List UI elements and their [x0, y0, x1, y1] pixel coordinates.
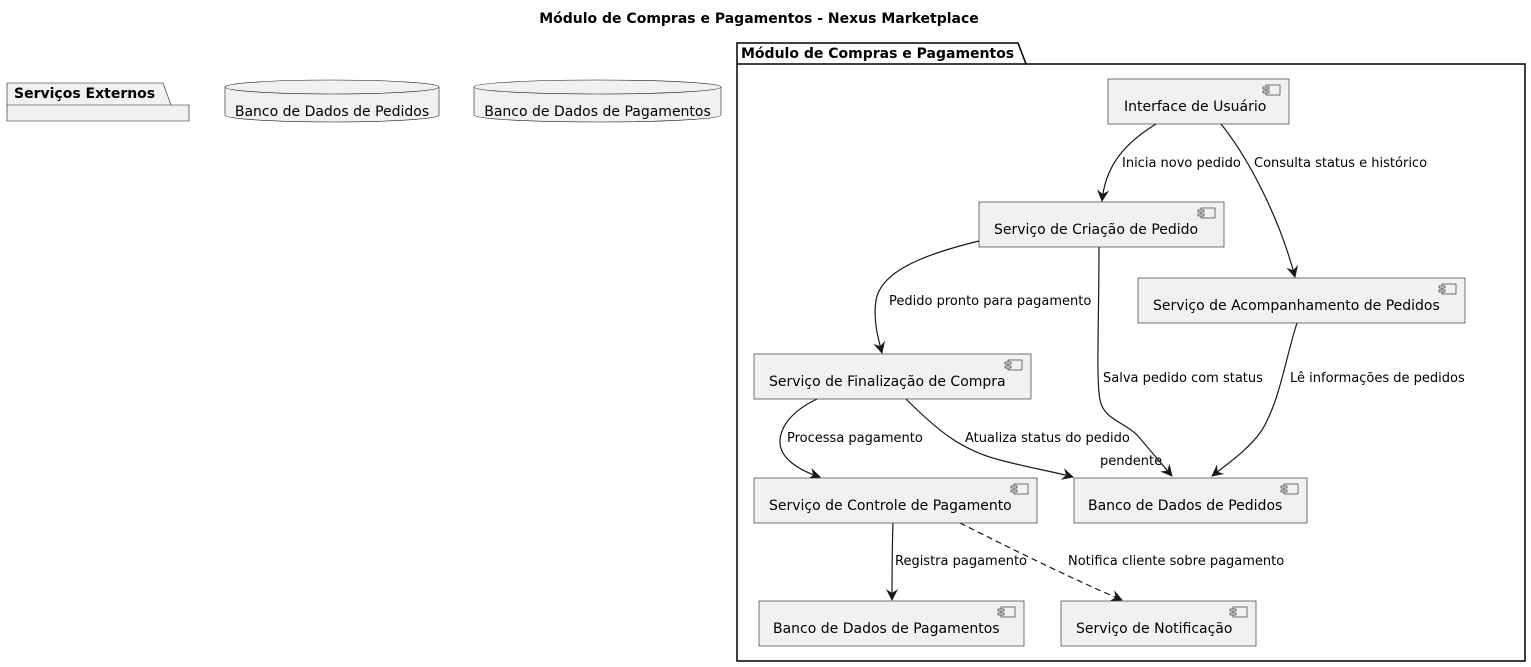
label-ui-to-create: Inicia novo pedido [1122, 156, 1241, 171]
component-icon [1283, 483, 1299, 495]
label-create-to-checkout: Pedido pronto para pagamento [889, 294, 1091, 309]
component-checkout-label: Serviço de Finalização de Compra [769, 374, 1006, 390]
component-tracking-label: Serviço de Acompanhamento de Pedidos [1153, 298, 1440, 314]
package-module-label: Módulo de Compras e Pagamentos [741, 46, 1014, 62]
component-icon [1007, 359, 1023, 371]
component-tracking: Serviço de Acompanhamento de Pedidos [1137, 277, 1466, 324]
edges [779, 123, 1299, 602]
edge-payment-to-paymentsdb [886, 522, 899, 601]
component-payment-control: Serviço de Controle de Pagamento [753, 477, 1038, 524]
component-payments-db-label: Banco de Dados de Pagamentos [773, 621, 1000, 637]
package-external-services-label: Serviços Externos [14, 86, 155, 102]
component-icon [1441, 283, 1457, 295]
edge-create-to-checkout [873, 240, 980, 354]
component-icon [1013, 483, 1029, 495]
label-create-to-orders-1: Salva pedido com status [1103, 371, 1263, 386]
component-icon [1265, 84, 1281, 96]
component-payments-db: Banco de Dados de Pagamentos [758, 600, 1025, 647]
component-create-order-label: Serviço de Criação de Pedido [994, 222, 1198, 238]
database-orders: Banco de Dados de Pedidos [224, 79, 440, 123]
label-create-to-orders-2: pendente [1100, 454, 1162, 469]
edge-ui-to-tracking [1220, 123, 1299, 278]
package-module: Módulo de Compras e Pagamentos [736, 42, 1526, 662]
edge-create-to-orders [1097, 246, 1173, 477]
component-checkout: Serviço de Finalização de Compra [753, 353, 1032, 400]
component-payment-control-label: Serviço de Controle de Pagamento [769, 498, 1012, 514]
component-orders-db-label: Banco de Dados de Pedidos [1088, 498, 1282, 514]
label-payment-to-notification: Notifica cliente sobre pagamento [1068, 554, 1284, 569]
component-icon [1200, 207, 1216, 219]
label-checkout-to-orders: Atualiza status do pedido [965, 431, 1130, 446]
component-ui: Interface de Usuário [1107, 78, 1290, 125]
database-orders-label: Banco de Dados de Pedidos [235, 104, 429, 120]
label-tracking-to-orders: Lê informações de pedidos [1290, 371, 1465, 386]
edge-labels: Inicia novo pedido Consulta status e his… [787, 156, 1465, 569]
label-payment-to-paymentsdb: Registra pagamento [895, 554, 1027, 569]
edge-ui-to-create [1097, 123, 1157, 202]
edge-checkout-to-payment [779, 398, 821, 480]
label-ui-to-tracking: Consulta status e histórico [1254, 156, 1427, 171]
edge-tracking-to-orders [1211, 322, 1298, 477]
database-payments: Banco de Dados de Pagamentos [473, 79, 722, 123]
label-checkout-to-payment: Processa pagamento [787, 431, 923, 446]
component-icon [1232, 606, 1248, 618]
edge-payment-to-notification [959, 522, 1123, 602]
component-icon [1000, 606, 1016, 618]
component-orders-db: Banco de Dados de Pedidos [1073, 477, 1308, 524]
database-payments-label: Banco de Dados de Pagamentos [484, 104, 711, 120]
diagram-title: Módulo de Compras e Pagamentos - Nexus M… [539, 11, 979, 27]
package-external-services: Serviços Externos [6, 82, 190, 122]
component-ui-label: Interface de Usuário [1124, 99, 1266, 115]
component-notification-label: Serviço de Notificação [1076, 621, 1232, 637]
edge-checkout-to-orders [905, 398, 1074, 480]
component-notification: Serviço de Notificação [1060, 600, 1257, 647]
component-create-order: Serviço de Criação de Pedido [978, 201, 1225, 248]
